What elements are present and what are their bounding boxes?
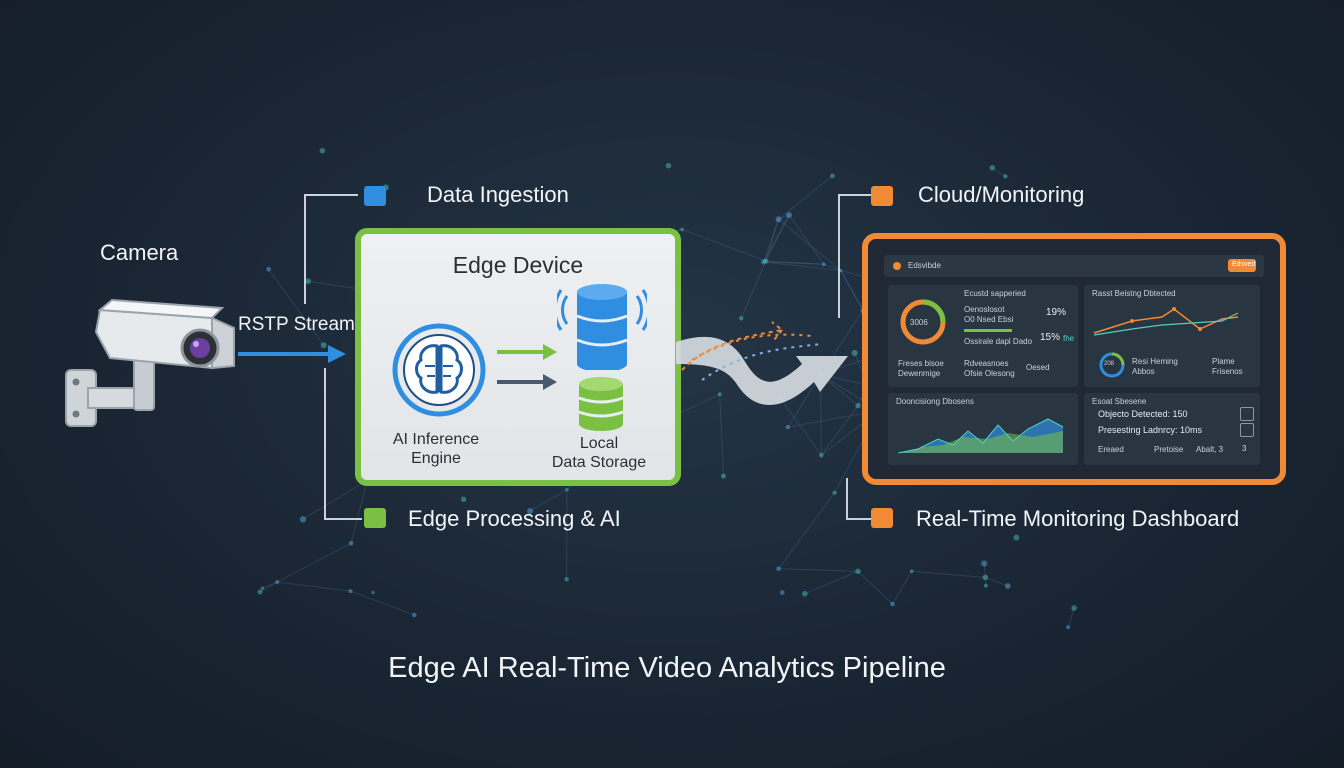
- list-item-3-mid: Pretoise: [1154, 445, 1184, 454]
- list-panel: Esoat Sbesene Objecto Detected: 150 Pres…: [1084, 393, 1260, 465]
- database-icon: [557, 284, 647, 370]
- gauge-panel: Ecustd sapperied 3006 Oenoslosot O0 Nsed…: [888, 285, 1078, 387]
- row-b-label: Rdveasnoes: [964, 359, 1009, 368]
- dashboard-frame: Edsvibde Edsved Ecustd sapperied 3006 Oe…: [862, 233, 1286, 485]
- row-c-label: Oesed: [1026, 363, 1050, 372]
- dashboard-header: Edsvibde Edsved: [884, 255, 1264, 277]
- camera-icon: [65, 298, 235, 427]
- app-logo-icon: [893, 262, 901, 270]
- rtsp-arrow-icon: [238, 345, 346, 363]
- list-check-1-icon[interactable]: [1240, 407, 1254, 421]
- gauge2-ring-icon: [1099, 352, 1125, 378]
- stat-b-value: 15%: [1040, 332, 1061, 343]
- inference-line2: Engine: [411, 450, 461, 467]
- dashboard-marker: [871, 508, 893, 528]
- area-chart-icon: [898, 418, 1064, 454]
- stat-b-unit: fhe: [1063, 334, 1075, 343]
- gauge2-value: 208: [1104, 361, 1115, 367]
- line-chart-icon: [1093, 307, 1239, 336]
- list-badge-3: 3: [1242, 444, 1247, 453]
- ingestion-marker: [364, 186, 386, 206]
- area-panel-title: Dooncisiong Dbosens: [896, 397, 974, 406]
- gauge2-side-sub: Frisenos: [1212, 367, 1243, 376]
- gauge-ring-icon: [900, 299, 946, 345]
- ingestion-bracket: [304, 194, 358, 304]
- gauge2-side: Plame: [1212, 357, 1235, 366]
- processing-bracket: [324, 368, 362, 520]
- data-ingestion-label: Data Ingestion: [427, 182, 569, 207]
- line-chart-panel: Rasst Beistng Dbtected 208 Resi Heming A…: [1084, 285, 1260, 387]
- row-a-sub: Dewenmige: [898, 369, 941, 378]
- edge-device-box: Edge Device AI Inference Engine Local Da…: [355, 228, 681, 486]
- area-chart-panel: Dooncisiong Dbosens: [888, 393, 1078, 465]
- stat-a-sub: O0 Nsed Ebsi: [964, 315, 1014, 324]
- processing-marker: [364, 508, 386, 528]
- list-item-3-left: Ereaed: [1098, 445, 1124, 454]
- edge-device-title: Edge Device: [452, 252, 584, 278]
- data-transfer-arrow-icon: [676, 321, 848, 406]
- row-a-label: Freses bisoe: [898, 359, 944, 368]
- list-check-2-icon[interactable]: [1240, 423, 1254, 437]
- stat-b-sub: Ossirale dapl Dado: [964, 337, 1033, 346]
- flow-arrows-icon: [497, 344, 557, 390]
- edge-processing-label: Edge Processing & AI: [408, 506, 621, 531]
- line-panel-title: Rasst Beistng Dbtected: [1092, 289, 1176, 298]
- row-b-sub: Ofsie Olesong: [964, 369, 1015, 378]
- stat-a-bar: [964, 329, 1012, 332]
- inference-line1: AI Inference: [392, 431, 480, 448]
- stat-a-value: 19%: [1046, 307, 1067, 318]
- list-panel-title: Esoat Sbesene: [1092, 397, 1147, 406]
- storage-line2: Data Storage: [551, 454, 647, 471]
- gauge2-label: Resi Heming: [1132, 357, 1178, 366]
- gauge2-sub: Abbos: [1132, 367, 1155, 376]
- realtime-dashboard-label: Real-Time Monitoring Dashboard: [916, 506, 1240, 531]
- dashboard-bracket: [846, 478, 872, 520]
- stat-a-label: Oenoslosot: [964, 305, 1005, 314]
- footer-title: Edge AI Real-Time Video Analytics Pipeli…: [388, 652, 946, 684]
- gauge-panel-title: Ecustd sapperied: [964, 289, 1026, 298]
- dashboard-header-button-label: Edsved: [1232, 261, 1256, 268]
- rtsp-stream-label: RSTP Stream: [238, 314, 355, 335]
- local-storage-icon: [578, 377, 624, 431]
- dashboard-header-title: Edsvibde: [908, 261, 941, 270]
- dashboard-header-button[interactable]: Edsved: [1228, 259, 1256, 272]
- gauge-value: 3006: [910, 318, 928, 327]
- camera-label: Camera: [100, 240, 179, 265]
- list-item-3-right: Abalt, 3: [1196, 445, 1224, 454]
- cloud-bracket: [838, 194, 872, 318]
- brain-icon: [392, 323, 486, 417]
- cloud-marker: [871, 186, 893, 206]
- list-item-1: Objecto Detected: 150: [1098, 409, 1188, 419]
- list-item-2: Presesting Ladnrcy: 10ms: [1098, 425, 1203, 435]
- cloud-monitoring-label: Cloud/Monitoring: [918, 182, 1085, 207]
- storage-line1: Local: [579, 435, 619, 452]
